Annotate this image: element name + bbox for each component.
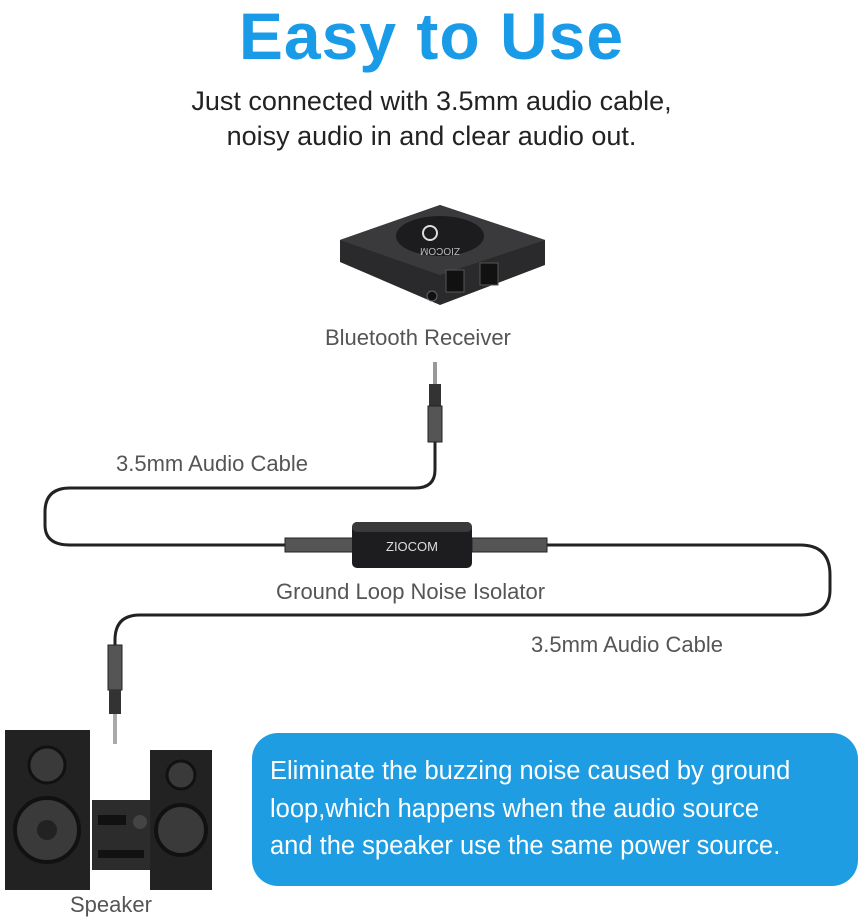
- isolator-label: Ground Loop Noise Isolator: [276, 579, 546, 604]
- callout-line: and the speaker use the same power sourc…: [270, 832, 781, 860]
- isolator-brand: ZIOCOM: [386, 539, 438, 554]
- callout-line: loop,which happens when the audio source: [270, 794, 760, 823]
- noise-isolator-image: ZIOCOM: [284, 522, 548, 568]
- speaker-label: Speaker: [70, 892, 152, 917]
- cable-bottom: [113, 543, 832, 650]
- plug-top: [427, 362, 443, 443]
- subtitle-line: noisy audio in and clear audio out.: [226, 121, 637, 151]
- cable-top: [43, 440, 437, 547]
- receiver-brand-logo: ZIOCOM: [420, 245, 460, 256]
- page-title: Easy to Use: [238, 0, 625, 73]
- callout-line: Eliminate the buzzing noise caused by gr…: [270, 757, 791, 785]
- bluetooth-receiver-image: ZIOCOM: [340, 205, 545, 305]
- speaker-image: [5, 730, 212, 890]
- subtitle-line: Just connected with 3.5mm audio cable,: [191, 86, 672, 116]
- info-callout: Eliminate the buzzing noise caused by gr…: [252, 733, 858, 886]
- subtitle: Just connected with 3.5mm audio cable, n…: [0, 84, 863, 154]
- plug-bottom: [107, 644, 123, 744]
- receiver-label: Bluetooth Receiver: [325, 325, 511, 350]
- cable-label-top: 3.5mm Audio Cable: [116, 451, 308, 476]
- cable-label-bottom: 3.5mm Audio Cable: [531, 632, 723, 657]
